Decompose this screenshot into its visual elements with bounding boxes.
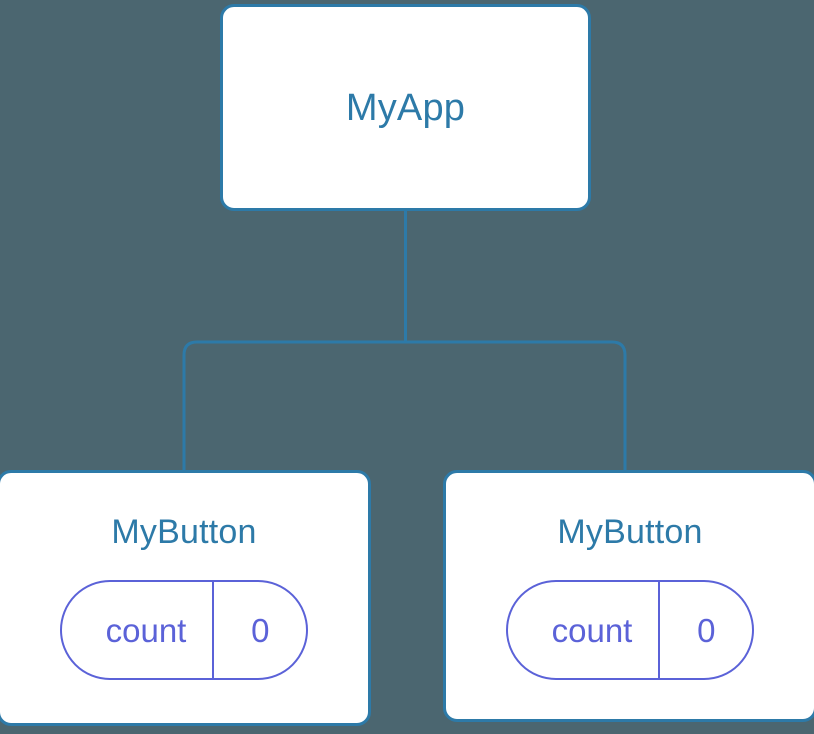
node-mybutton-1[interactable]: MyButton count 0 [0,470,371,726]
node-myapp[interactable]: MyApp [220,4,591,211]
edge-root-to-child-left [182,340,406,474]
state-capsule-2[interactable]: count 0 [505,580,755,680]
state-key-1: count [105,611,187,649]
node-mybutton-1-label: MyButton [111,513,257,551]
node-mybutton-2[interactable]: MyButton count 0 [443,470,814,722]
state-divider-2 [658,582,661,678]
node-mybutton-2-label: MyButton [557,513,703,551]
state-value-2: 0 [697,611,716,649]
node-myapp-label: MyApp [345,86,466,129]
state-capsule-1[interactable]: count 0 [59,580,309,680]
edge-root-to-child-right [405,340,627,474]
state-value-1: 0 [251,611,270,649]
state-key-2: count [551,611,633,649]
state-divider-1 [212,582,215,678]
